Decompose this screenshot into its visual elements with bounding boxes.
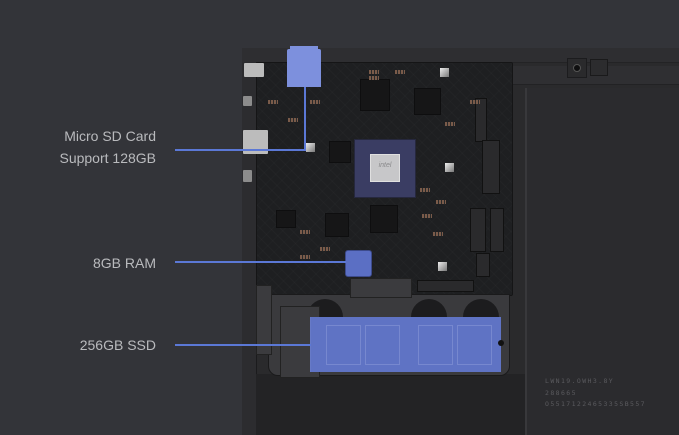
device-left-rail [242, 62, 257, 435]
smd-components [422, 214, 432, 218]
camera-module [567, 58, 587, 78]
chip [276, 210, 296, 228]
silver-component [438, 262, 447, 271]
board-connector [490, 208, 504, 252]
cpu-brand: intel [378, 162, 392, 169]
camera-lens-icon [573, 64, 581, 72]
ssd-nand-chip [457, 325, 492, 365]
chip [370, 205, 398, 233]
battery-panel [525, 88, 679, 435]
chip [414, 88, 441, 115]
board-connector [475, 98, 487, 142]
ssd-screw-notch [498, 340, 504, 346]
ssd-highlight [310, 317, 504, 372]
cpu-chip: intel [354, 139, 416, 198]
chip [360, 79, 390, 111]
connector-block [350, 278, 412, 298]
ram-label-text: 8GB RAM [92, 255, 156, 271]
silver-component [306, 143, 315, 152]
ssd-nand-chip [326, 325, 361, 365]
smd-components [300, 230, 310, 234]
smd-components [470, 100, 480, 104]
smd-components [436, 200, 446, 204]
silver-component [445, 163, 454, 172]
smd-components [369, 70, 379, 74]
ssd-nand-chip [418, 325, 453, 365]
smd-components [310, 100, 320, 104]
micro-sd-callout-line [175, 149, 306, 151]
board-connector [470, 208, 486, 252]
smd-components [320, 247, 330, 251]
light-sensor [590, 59, 608, 76]
serial-line-2: 288665 [545, 389, 577, 397]
smd-components [433, 232, 443, 236]
serial-line-3: O5517122465335SB557 [545, 400, 646, 408]
micro-usb-port [243, 96, 252, 106]
micro-sd-callout-vline [304, 87, 306, 151]
micro-sd-label-line2: Support 128GB [59, 150, 156, 166]
board-connector [482, 140, 500, 194]
chip [329, 141, 351, 163]
chip [325, 213, 349, 237]
micro-sd-label-line1: Micro SD Card [64, 128, 156, 144]
ram-label: 8GB RAM [20, 252, 156, 274]
micro-sd-slot-highlight [287, 46, 321, 87]
ssd-label: 256GB SSD [20, 334, 156, 356]
smd-components [445, 122, 455, 126]
silver-component [440, 68, 449, 77]
ram-chip-highlight [345, 250, 372, 277]
smd-components [369, 76, 379, 80]
usb-port [244, 63, 264, 77]
smd-components [288, 118, 298, 122]
smd-components [300, 255, 310, 259]
ram-callout-line [175, 261, 346, 263]
bracket [256, 285, 272, 355]
serial-line-1: LWN19.OWH3.8Y [545, 377, 615, 385]
device-bottom-area [256, 374, 525, 435]
board-connector [476, 253, 490, 277]
board-connector [417, 280, 474, 292]
ssd-label-text: 256GB SSD [79, 337, 156, 353]
smd-components [268, 100, 278, 104]
smd-components [395, 70, 405, 74]
smd-components [420, 188, 430, 192]
audio-port [243, 170, 252, 182]
ssd-nand-chip [365, 325, 400, 365]
intel-logo-icon: intel [370, 154, 400, 182]
ssd-callout-line [175, 344, 311, 346]
micro-sd-label: Micro SD Card Support 128GB [20, 125, 156, 169]
